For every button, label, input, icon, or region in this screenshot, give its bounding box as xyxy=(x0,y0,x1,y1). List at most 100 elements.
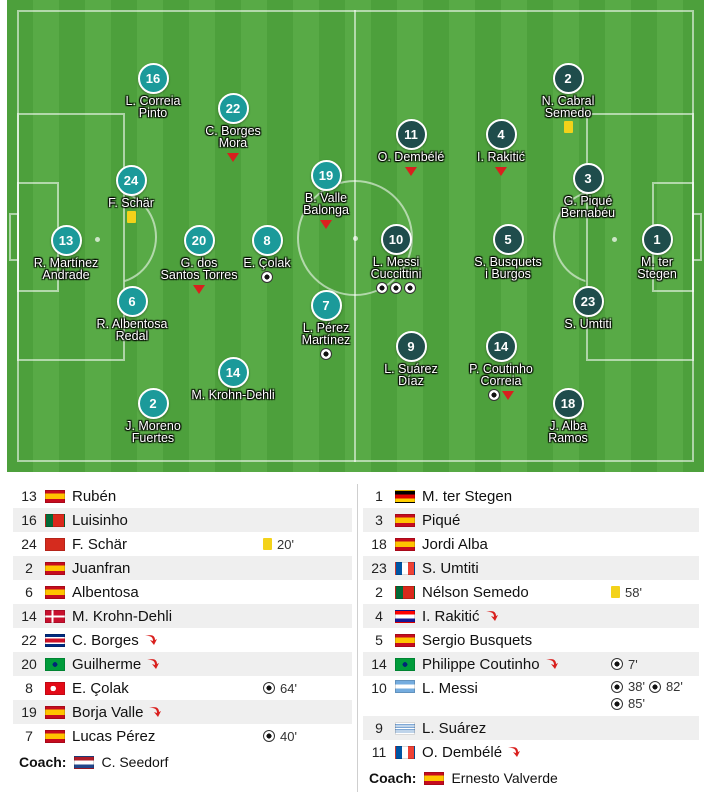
player-link[interactable]: Albentosa xyxy=(72,584,139,601)
player-link[interactable]: Rubén xyxy=(72,488,116,505)
shirt-number-badge: 19 xyxy=(310,160,342,191)
shirt-number-badge: 22 xyxy=(217,93,249,124)
player-name[interactable]: O. Dembélé xyxy=(422,743,503,761)
player-link[interactable]: Jordi Alba xyxy=(422,536,488,553)
player-name[interactable]: Nélson Semedo xyxy=(422,583,529,601)
player-link[interactable]: Nélson Semedo xyxy=(422,584,529,601)
player-name[interactable]: Jordi Alba xyxy=(422,535,488,553)
player-link[interactable]: Lucas Pérez xyxy=(72,728,155,745)
player-name[interactable]: L. Messi xyxy=(422,680,478,697)
player-name[interactable]: Juanfran xyxy=(72,559,131,577)
player-link[interactable]: E. Çolak xyxy=(72,680,129,697)
player-link[interactable]: L. Messi xyxy=(422,680,478,697)
player-link[interactable]: Guilherme xyxy=(72,656,161,673)
shirt-number-badge: 2 xyxy=(552,63,584,94)
player-name[interactable]: Lucas Pérez xyxy=(72,727,156,745)
player-name[interactable]: Luisinho xyxy=(72,511,128,529)
player-events xyxy=(513,120,623,134)
player-name[interactable]: F. Schär xyxy=(72,535,128,553)
player-link[interactable]: Juanfran xyxy=(72,560,130,577)
player-name[interactable]: L. Suárez xyxy=(422,719,487,737)
player-link[interactable]: M. ter Stegen xyxy=(422,488,512,505)
player-link[interactable]: Piqué xyxy=(422,512,460,529)
player-name[interactable]: S. Umtiti xyxy=(422,559,479,577)
player-name[interactable]: Guilherme xyxy=(72,655,142,673)
player-name[interactable]: M. Krohn-Dehli xyxy=(72,607,173,625)
player-link[interactable]: C. Borges xyxy=(72,632,159,649)
player-name[interactable]: Sergio Busquets xyxy=(422,631,533,649)
player-link[interactable]: Sergio Busquets xyxy=(422,632,532,649)
player-link[interactable]: S. Umtiti xyxy=(422,560,479,577)
player-name[interactable]: Piqué xyxy=(422,511,461,529)
player-link[interactable]: Philippe Coutinho xyxy=(422,656,560,673)
player-link[interactable]: Luisinho xyxy=(72,512,128,529)
player-link[interactable]: L. Suárez xyxy=(422,720,486,737)
player-name[interactable]: I. Rakitić xyxy=(422,607,480,625)
player-name[interactable]: Philippe Coutinho xyxy=(422,655,540,673)
player-link[interactable]: M. Krohn-Dehli xyxy=(72,608,172,625)
shirt-number-badge: 16 xyxy=(137,63,169,94)
coach-name[interactable]: Ernesto Valverde xyxy=(451,770,558,786)
player-name[interactable]: Albentosa xyxy=(72,583,139,601)
player-name[interactable]: C. Borges xyxy=(72,631,139,649)
player-link[interactable]: O. Dembélé xyxy=(422,744,522,761)
shirt-number: 24 xyxy=(21,536,37,552)
player-name[interactable]: Borja Valle xyxy=(72,703,144,721)
player-link[interactable]: F. Schär xyxy=(72,536,127,553)
player-name[interactable]: E. Çolak xyxy=(72,679,129,697)
player-name[interactable]: Rubén xyxy=(72,487,117,505)
flag-icon xyxy=(45,489,65,503)
player-link[interactable]: I. Rakitić xyxy=(422,608,500,625)
player-link[interactable]: Borja Valle xyxy=(72,704,163,721)
event-minute: 64' xyxy=(280,680,297,696)
player-name[interactable]: M. ter Stegen xyxy=(422,487,513,505)
player-name: S. Umtiti xyxy=(564,317,612,331)
player-name: P. Coutinho Correia xyxy=(469,362,533,388)
coach-name[interactable]: C. Seedorf xyxy=(101,754,169,770)
